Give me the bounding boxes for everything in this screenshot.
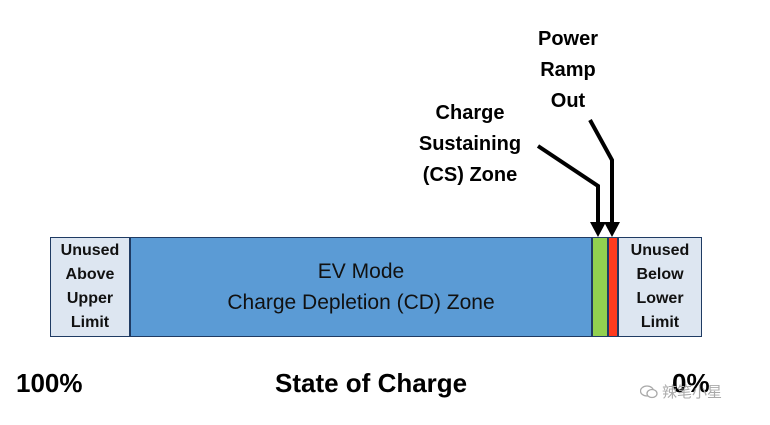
axis-label-right: 0% [672, 368, 710, 398]
callout-power-ramp-out: Power Ramp Out [537, 28, 599, 112]
wechat-icon [640, 384, 658, 398]
callout-charge-sustaining: Charge Sustaining (CS) Zone [418, 102, 522, 186]
segment-unused-upper: Unused Above Upper Limit [50, 237, 130, 337]
arrow-power-ramp-out [588, 119, 620, 237]
watermark: 辣笔小星 [640, 381, 722, 402]
ev-mode-label: EV Mode Charge Depletion (CD) Zone [227, 260, 495, 314]
segment-charge-sustaining [592, 237, 608, 337]
segment-power-ramp-out [608, 237, 618, 337]
segment-unused-lower: Unused Below Lower Limit [618, 237, 702, 337]
unused-upper-label: Unused Above Upper Limit [60, 242, 120, 331]
unused-lower-label: Unused Below Lower Limit [630, 242, 690, 331]
axis-label-center: State of Charge [275, 368, 468, 398]
watermark-text: 辣笔小星 [662, 384, 723, 401]
arrow-charge-sustaining [536, 144, 606, 237]
segment-ev-mode: EV Mode Charge Depletion (CD) Zone [130, 237, 592, 337]
axis-label-left: 100% [16, 368, 83, 398]
